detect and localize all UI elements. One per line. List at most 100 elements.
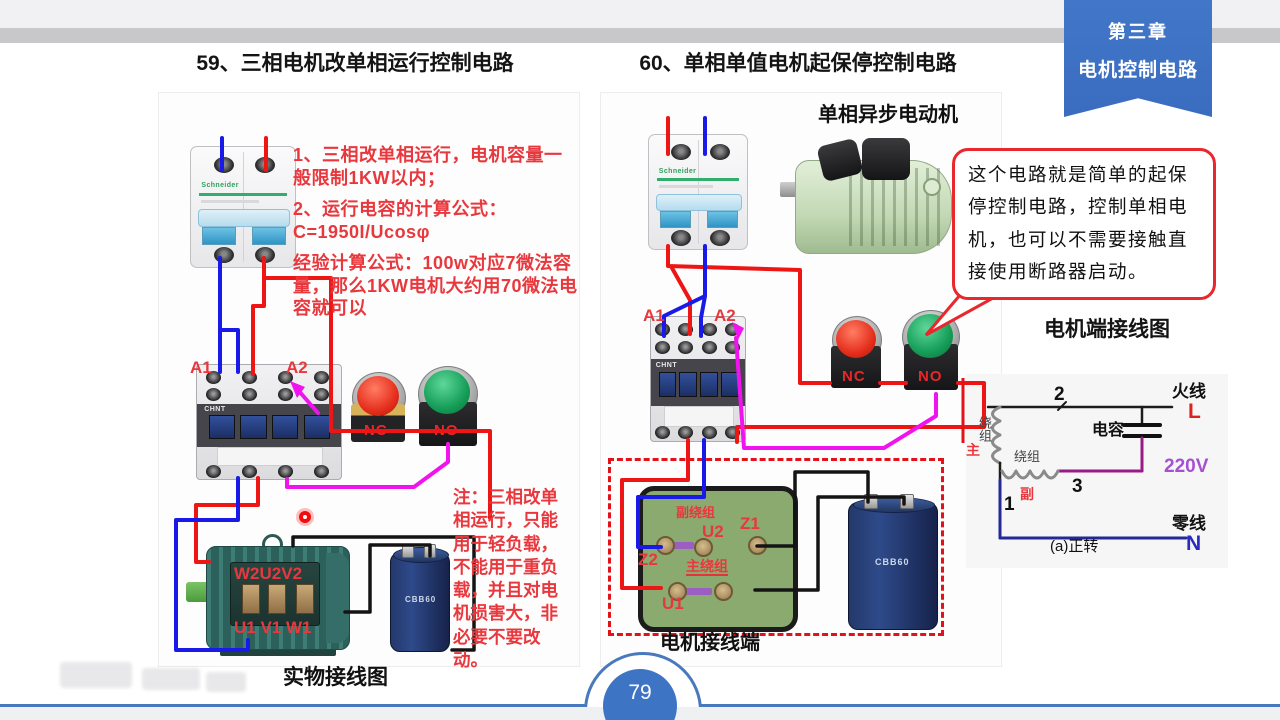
right-circuit-breaker: Schneider bbox=[648, 134, 748, 250]
breaker-spec-line bbox=[201, 199, 259, 203]
contactor-terminal bbox=[678, 426, 694, 440]
contactor-label-strip bbox=[217, 447, 323, 467]
breaker-handle bbox=[198, 209, 290, 227]
motor-capacitor-cover bbox=[862, 138, 910, 180]
main-winding-tag: 主 bbox=[966, 442, 980, 458]
terminal-link-bar bbox=[682, 588, 712, 595]
schematic-terminal-1: 1 bbox=[1004, 494, 1015, 515]
schematic-terminal-2: 2 bbox=[1054, 384, 1065, 405]
contactor-window bbox=[658, 371, 677, 398]
contactor-window bbox=[699, 371, 718, 398]
contactor-screw bbox=[313, 387, 329, 401]
motor-base bbox=[220, 648, 336, 656]
u1-label: U1 bbox=[662, 594, 684, 613]
notice-item-2-formula: C=1950I/Ucosφ bbox=[293, 221, 430, 242]
contactor-window bbox=[271, 415, 299, 439]
contactor-screw bbox=[277, 387, 293, 401]
notice-block: 1、三相改单相运行，电机容量一般限制1KW以内； 2、运行电容的计算公式： C=… bbox=[293, 144, 579, 329]
breaker-terminal bbox=[670, 229, 691, 246]
capacitor-terminal bbox=[864, 494, 878, 509]
stop-button-nc-label: NC bbox=[842, 368, 866, 385]
watermark bbox=[206, 672, 246, 692]
contactor-screw bbox=[241, 387, 257, 401]
breaker-green-stripe bbox=[656, 178, 740, 182]
contactor-window bbox=[679, 371, 698, 398]
capacitor-brand-label: CBB60 bbox=[405, 595, 437, 604]
contactor-screw bbox=[678, 340, 694, 354]
schematic-terminal-3: 3 bbox=[1072, 476, 1083, 497]
u2-label: U2 bbox=[702, 522, 724, 541]
stop-button bbox=[836, 320, 876, 358]
start-button bbox=[907, 314, 953, 358]
capacitor-terminal bbox=[900, 494, 914, 509]
capacitor-symbol-label: 电容 bbox=[1092, 422, 1125, 439]
motor-terminals-bottom-label: U1 V1 W1 bbox=[234, 618, 312, 637]
gray-band bbox=[0, 28, 1280, 43]
z2-label: Z2 bbox=[638, 550, 658, 569]
laser-pointer-dot bbox=[296, 508, 314, 526]
start-button-no-label: NO bbox=[918, 368, 943, 385]
contactor-screw bbox=[654, 340, 670, 354]
terminal-box-caption: 电机接线端 bbox=[660, 632, 760, 654]
breaker-green-stripe bbox=[199, 192, 287, 196]
motor-terminal-stud bbox=[242, 584, 260, 614]
breaker-handle bbox=[655, 194, 743, 212]
capacitor-terminal bbox=[424, 544, 436, 558]
left-run-capacitor: CBB60 bbox=[390, 547, 450, 652]
right-run-capacitor: CBB60 bbox=[848, 497, 938, 630]
terminal-main-2 bbox=[714, 582, 733, 601]
callout-text: 这个电路就是简单的起保停控制电路，控制单相电机，也可以不需要接触直接使用断路器启… bbox=[968, 164, 1189, 283]
motor-terminals-top-label: W2U2V2 bbox=[234, 564, 303, 583]
chapter-ribbon: 第三章 电机控制电路 bbox=[1064, 0, 1212, 117]
left-caption: 实物接线图 bbox=[283, 666, 388, 689]
contactor-window bbox=[720, 371, 739, 398]
live-letter: L bbox=[1188, 400, 1201, 423]
terminal-z2 bbox=[656, 536, 675, 555]
stop-button bbox=[357, 376, 399, 416]
left-coil-a1-label: A1 bbox=[190, 358, 212, 377]
breaker-terminal bbox=[213, 246, 234, 263]
single-phase-motor-label: 单相异步电动机 bbox=[818, 104, 958, 126]
page-number: 79 bbox=[628, 681, 652, 704]
voltage-label: 220V bbox=[1164, 456, 1209, 477]
contactor-terminal bbox=[205, 465, 221, 479]
breaker-terminal bbox=[709, 229, 730, 246]
breaker-terminal bbox=[709, 144, 730, 161]
contactor-brand-label: CHNT bbox=[655, 361, 678, 369]
motor-terminal-dashed-box bbox=[608, 458, 944, 636]
contactor-brand-label: CHNT bbox=[204, 406, 226, 414]
watermark bbox=[142, 668, 200, 690]
breaker-pole-divider bbox=[698, 139, 699, 245]
contactor-window bbox=[303, 415, 331, 439]
breaker-terminal bbox=[213, 156, 234, 173]
left-coil-a2-label: A2 bbox=[286, 358, 308, 377]
breaker-terminal bbox=[670, 144, 691, 161]
breaker-window bbox=[659, 211, 692, 229]
breaker-terminal bbox=[255, 156, 276, 173]
schematic-caption: (a)正转 bbox=[1050, 538, 1099, 555]
breaker-pole-divider bbox=[243, 151, 244, 263]
breaker-window bbox=[202, 227, 236, 245]
left-contactor: CHNT bbox=[196, 364, 342, 480]
main-winding-symbol-label: 绕组 bbox=[976, 416, 992, 442]
start-button bbox=[424, 370, 470, 414]
schematic-title: 电机端接线图 bbox=[1044, 318, 1170, 341]
right-coil-a2-label: A2 bbox=[714, 306, 736, 325]
contactor-screw bbox=[725, 340, 741, 354]
neutral-letter: N bbox=[1186, 532, 1202, 555]
right-coil-a1-label: A1 bbox=[643, 306, 665, 325]
breaker-brand-label: Schneider bbox=[658, 168, 697, 176]
neutral-wire-label: 零线 bbox=[1172, 514, 1206, 533]
aux-winding-tag: 副 bbox=[1020, 486, 1034, 502]
contactor-window bbox=[240, 415, 267, 439]
contactor-terminal bbox=[654, 426, 670, 440]
contactor-window bbox=[208, 415, 235, 439]
contactor-terminal bbox=[241, 465, 257, 479]
aux-winding-label: 副绕组 bbox=[676, 505, 716, 520]
callout-bubble: 这个电路就是简单的起保停控制电路，控制单相电机，也可以不需要接触直接使用断路器启… bbox=[952, 148, 1216, 300]
contactor-terminal bbox=[313, 465, 329, 479]
contactor-screw bbox=[205, 387, 221, 401]
left-circuit-breaker: Schneider bbox=[190, 146, 296, 268]
aux-winding-symbol-label: 绕组 bbox=[1014, 449, 1041, 464]
contactor-terminal bbox=[277, 465, 293, 479]
